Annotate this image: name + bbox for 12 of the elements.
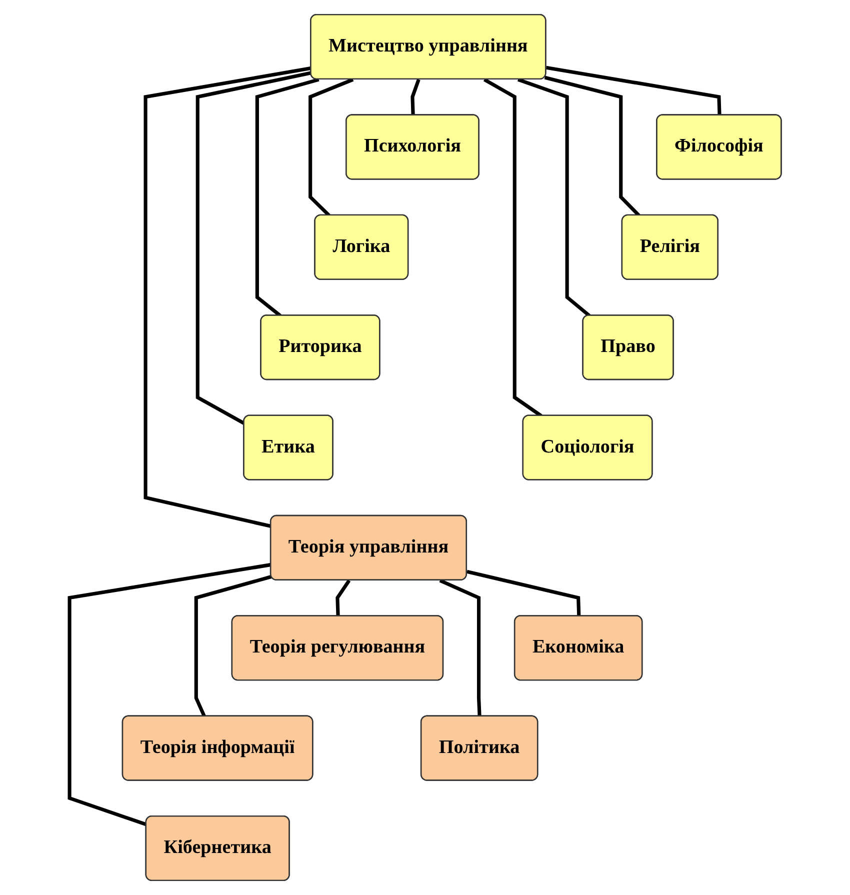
connector: [67, 562, 272, 826]
connector: [438, 578, 481, 717]
connector: [546, 66, 721, 116]
connector: [255, 78, 319, 318]
connector: [308, 78, 354, 217]
connector: [194, 574, 272, 718]
connector: [410, 78, 420, 116]
connector: [195, 71, 312, 425]
connector: [466, 570, 580, 616]
connector: [517, 78, 590, 318]
connector: [143, 66, 312, 528]
connector: [335, 579, 350, 616]
